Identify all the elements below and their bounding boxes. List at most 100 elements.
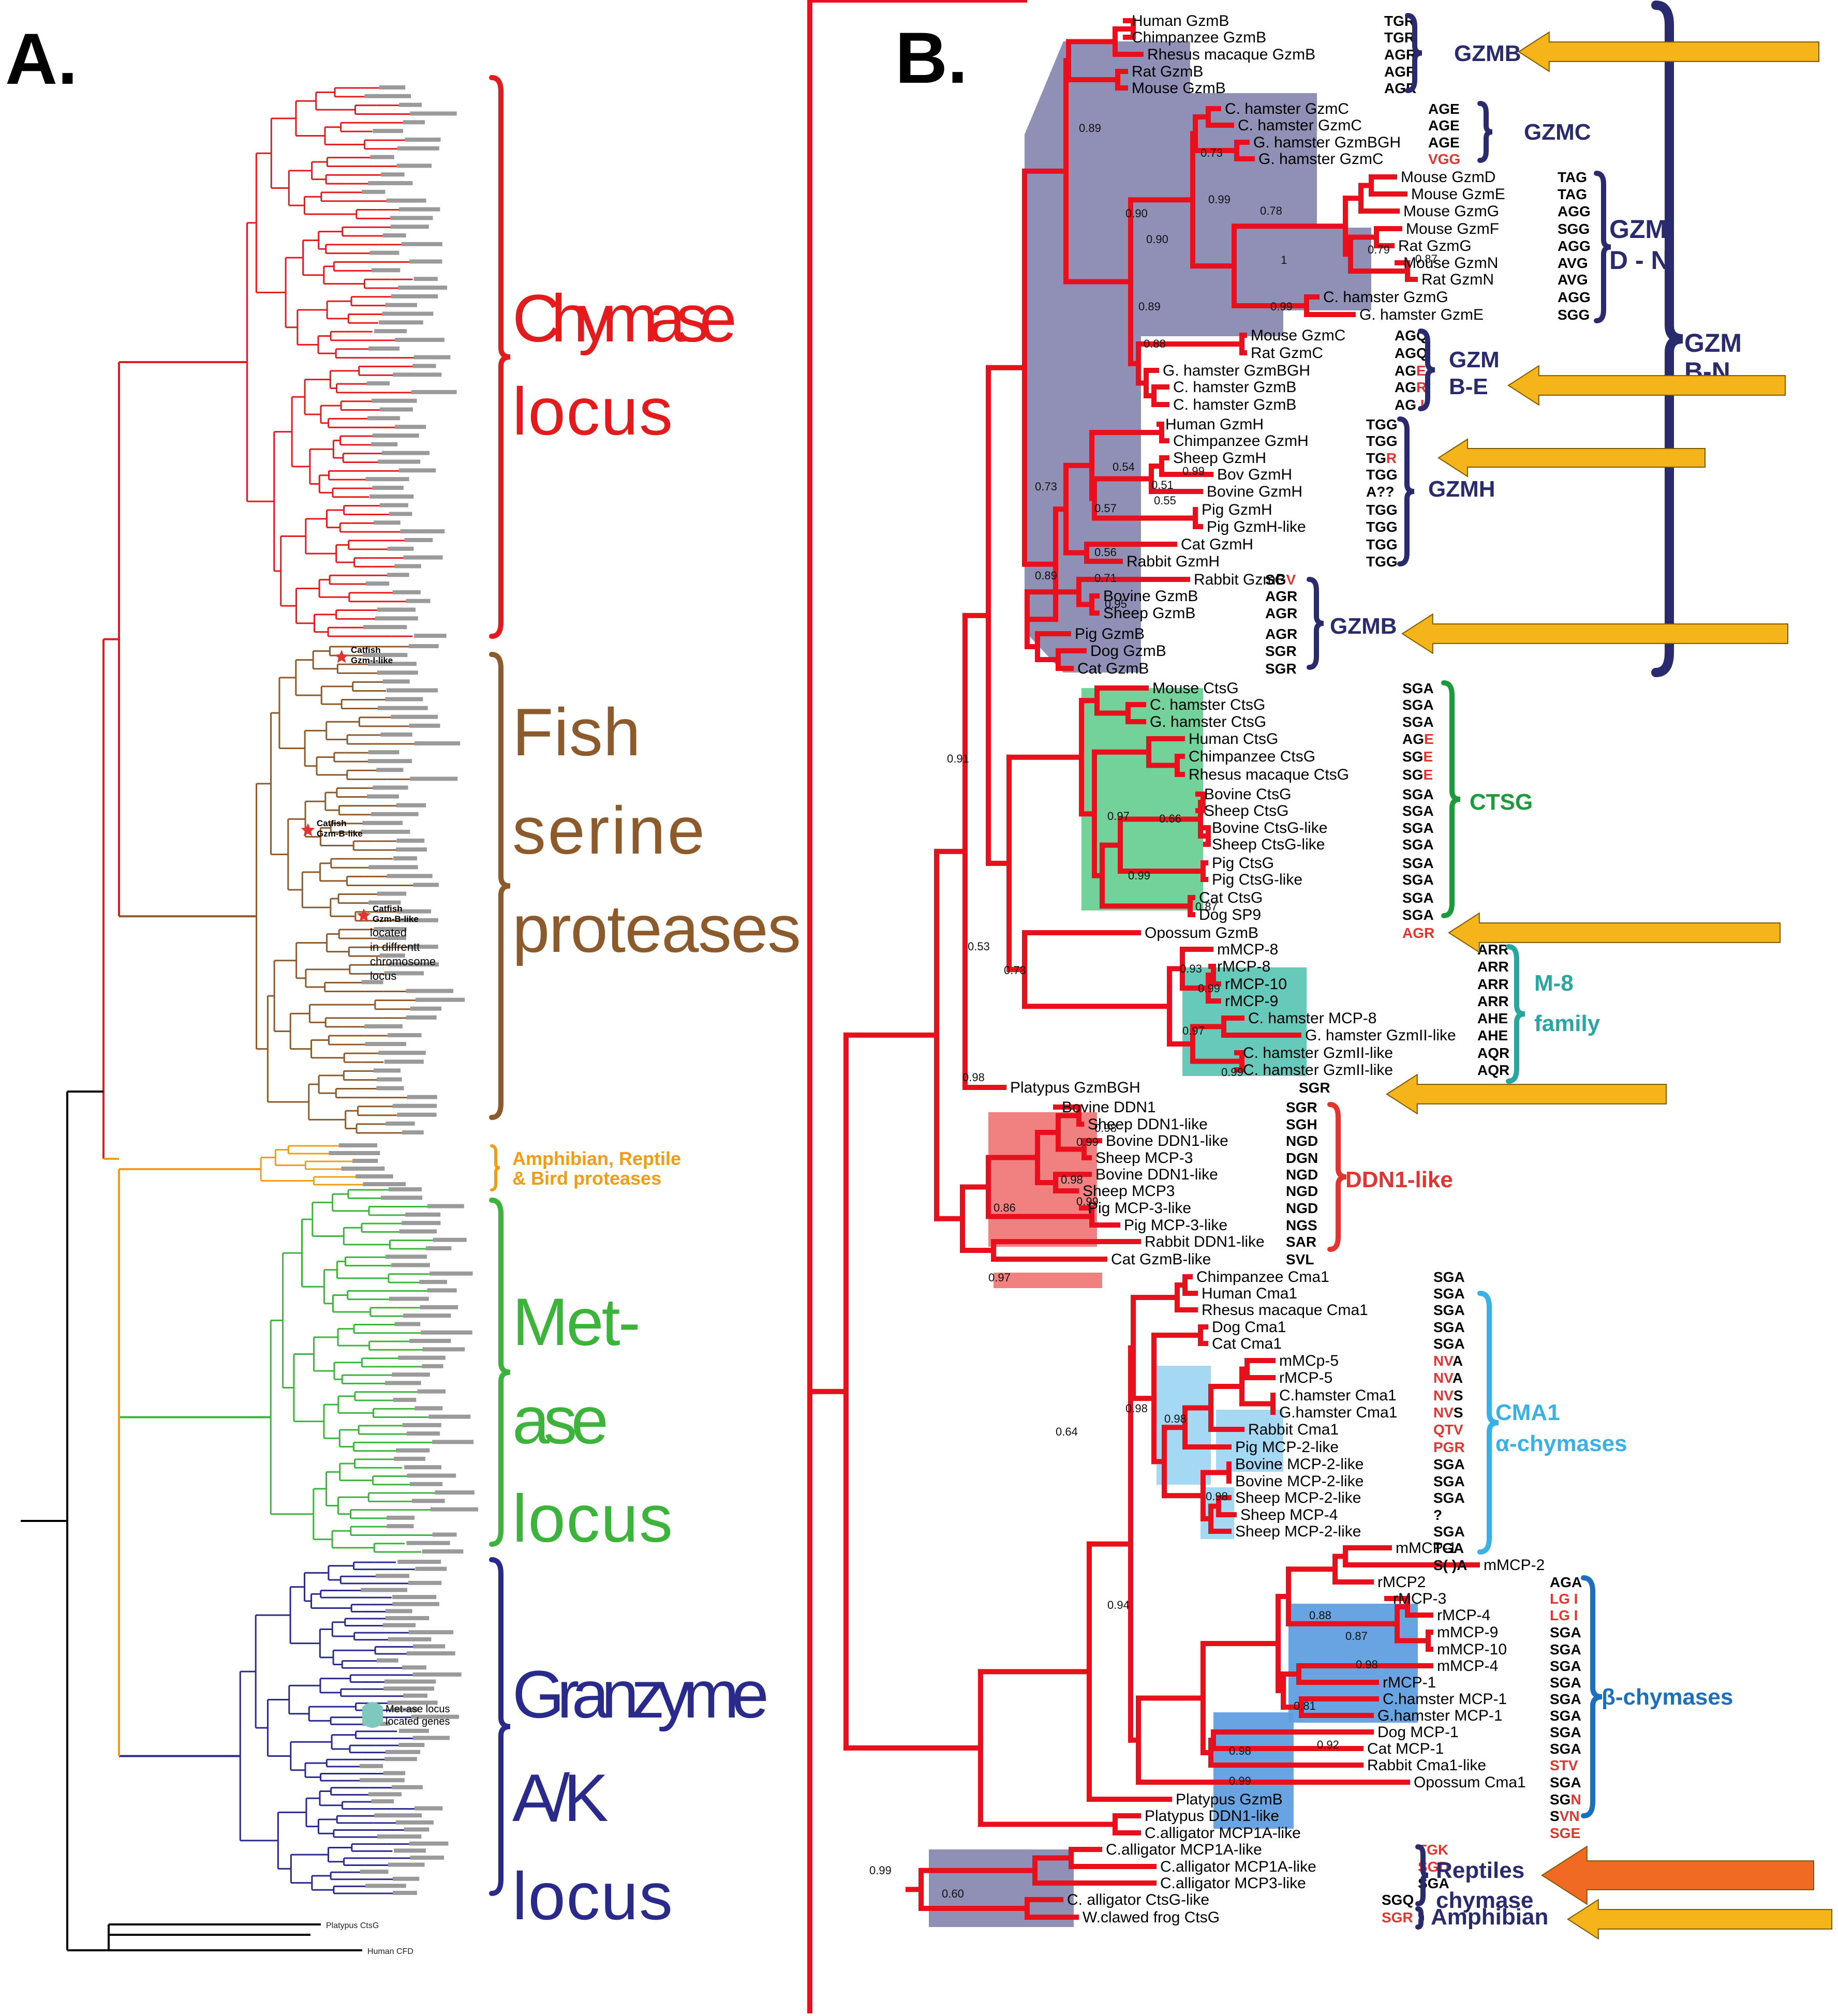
panel-a-clade-fish-leaf-label — [367, 759, 412, 764]
panel-a-clade-chymase-leaf-label — [394, 564, 421, 569]
panel-a-clade-metase-leaf-label — [429, 1271, 473, 1276]
motif-label: AGR — [1402, 925, 1434, 941]
taxon-label: Cat GzmH — [1181, 536, 1253, 553]
panel-a-clade-metase-leaf-label — [381, 1196, 423, 1200]
motif-label: SGA — [1402, 680, 1434, 696]
motif-label: SGR — [1299, 1080, 1330, 1096]
panel-a-clade-metase-leaf-label — [387, 1515, 415, 1520]
motif-part: TG — [1366, 450, 1386, 466]
panel-a-clade-metase-leaf-label — [432, 1440, 474, 1444]
taxon-label: Platypus GzmBGH — [1010, 1079, 1140, 1096]
motif-label: SGR — [1286, 1099, 1317, 1115]
taxon-label: mMCP-10 — [1437, 1641, 1507, 1658]
panel-a-clade-amphib-leaf-label — [355, 1174, 393, 1178]
taxon-label: Mouse CtsG — [1152, 680, 1239, 697]
taxon-label: Rabbit Cma1-like — [1367, 1757, 1486, 1774]
panel-a-clade-chymase-leaf-label — [382, 311, 434, 316]
motif-part-red: VN — [1560, 1808, 1580, 1824]
panel-a-clade-amphib-leaf-label — [363, 1182, 406, 1186]
panel-a-clade-chymase-leaf-label — [368, 181, 413, 186]
panel-a-clade-chymase-leaf-label — [395, 337, 444, 342]
panel-a-clade-metase-leaf-label — [402, 1221, 441, 1226]
panel-a-clade-chymase-leaf-label — [380, 172, 405, 177]
panel-a-clade-chymase-leaf-label — [390, 216, 433, 220]
panel-a-clade-chymase-leaf-label — [398, 285, 448, 290]
motif-label: SGA — [1402, 855, 1434, 871]
annotation-different-locus: in diffrentt — [370, 940, 420, 953]
motif-part: TGG — [1366, 554, 1398, 570]
locus-label-amphib: & Bird proteases — [512, 1168, 661, 1189]
motif-part-red: NV — [1433, 1405, 1454, 1421]
panel-a-clade-chymase-leaf-label — [381, 451, 430, 455]
panel-a-clade-metase-leaf-label — [409, 1482, 443, 1486]
motif-part: SGR — [1265, 643, 1297, 659]
panel-a-clade-granzyme-leaf-label — [368, 1792, 402, 1797]
brace-metase — [489, 1198, 511, 1547]
panel-a-clade-chymase-leaf-label — [379, 407, 413, 412]
taxon-label: Cat GzmB — [1077, 660, 1149, 677]
taxon-label: Dog GzmB — [1090, 643, 1166, 660]
panel-a-clade-metase-leaf-label — [419, 1280, 447, 1285]
clade-shading — [994, 1273, 1102, 1288]
taxon-label: Pig MCP-2-like — [1235, 1439, 1339, 1456]
panel-a-clade-chymase-leaf-label — [370, 155, 394, 159]
motif-part: TGG — [1366, 416, 1398, 432]
panel-a-clade-fish-leaf-label — [396, 803, 426, 808]
motif-part: ARR — [1477, 976, 1509, 992]
motif-label: AGR — [1395, 379, 1427, 395]
panel-a-clade-chymase-leaf-label — [385, 303, 418, 307]
support-value: 0.87 — [1345, 1630, 1368, 1642]
motif-label: SGR — [1382, 1909, 1413, 1925]
motif-part: SGA — [1550, 1641, 1581, 1657]
motif-label: PGR — [1433, 1439, 1465, 1455]
panel-a-clade-fish-leaf-label — [368, 865, 418, 870]
panel-a-clade-fish-leaf-label — [413, 883, 439, 887]
panel-a-clade-granzyme-leaf-label — [395, 1820, 434, 1825]
panel-a-clade-amphib-leaf-label — [352, 1159, 378, 1163]
clade-brace-gzm_dn — [1594, 171, 1611, 323]
panel-a-clade-metase-leaf-label — [427, 1204, 464, 1208]
motif-label: QTV — [1433, 1422, 1463, 1438]
support-value: 0.89 — [1035, 569, 1057, 582]
panel-a-clade-chymase-leaf-label — [411, 390, 457, 394]
motif-part: A — [1452, 1370, 1463, 1386]
support-value: 0.94 — [1107, 1599, 1130, 1611]
taxon-label: C. hamster GzmC — [1225, 100, 1349, 117]
motif-part: SAR — [1286, 1234, 1316, 1250]
locus-label-granzyme: A/K — [512, 1760, 609, 1835]
motif-part: SGR — [1265, 661, 1297, 677]
panel-a-clade-chymase-leaf-label — [379, 320, 423, 325]
motif-label: SGA — [1433, 1336, 1465, 1352]
panel-a-clade-granzyme-leaf-label — [376, 1658, 398, 1663]
panel-a-clade-metase-leaf-label — [391, 1263, 430, 1267]
panel-a-clade-amphib-leaf-label — [329, 1151, 380, 1155]
panel-a-clade-fish-leaf-label — [397, 909, 432, 914]
panel-a-clade-metase-leaf-label — [425, 1246, 452, 1250]
motif-label: AGG — [1558, 289, 1591, 305]
taxon-label: rMCP-1 — [1383, 1674, 1436, 1691]
clade-shading — [1081, 688, 1203, 910]
taxon-label: G. hamster GzmBGH — [1253, 134, 1401, 151]
panel-a-clade-metase-leaf-label — [422, 1347, 465, 1352]
motif-part-red: R — [1386, 450, 1397, 466]
motif-label: STV — [1550, 1757, 1578, 1773]
arrow-gzmh — [1437, 438, 1706, 477]
panel-a-clade-fish-leaf-label — [407, 1095, 437, 1099]
motif-part: SG — [1265, 572, 1286, 588]
motif-part-red: E — [1416, 363, 1426, 379]
taxon-label: rMCP-4 — [1437, 1607, 1490, 1624]
taxon-label: C. hamster GzmB — [1173, 396, 1296, 413]
motif-label: AGE — [1428, 135, 1460, 151]
clade-label-gzmb_top: GZMB — [1454, 41, 1521, 66]
motif-part: SGA — [1550, 1724, 1581, 1740]
panel-a-clade-fish-leaf-label — [361, 980, 383, 984]
motif-label: SGA — [1402, 786, 1434, 802]
panel-a-clade-chymase-leaf-label — [374, 520, 401, 525]
panel-a-clade-granzyme-leaf-label — [393, 1891, 417, 1895]
motif-part: AGA — [1550, 1574, 1582, 1590]
motif-label: SGA — [1402, 872, 1434, 888]
panel-a-clade-granzyme-leaf-label — [415, 1566, 447, 1571]
taxon-label: Sheep GzmH — [1173, 450, 1266, 467]
panel-a-clade-chymase-leaf-label — [398, 468, 436, 473]
taxon-label: Rabbit Cma1 — [1248, 1421, 1339, 1438]
